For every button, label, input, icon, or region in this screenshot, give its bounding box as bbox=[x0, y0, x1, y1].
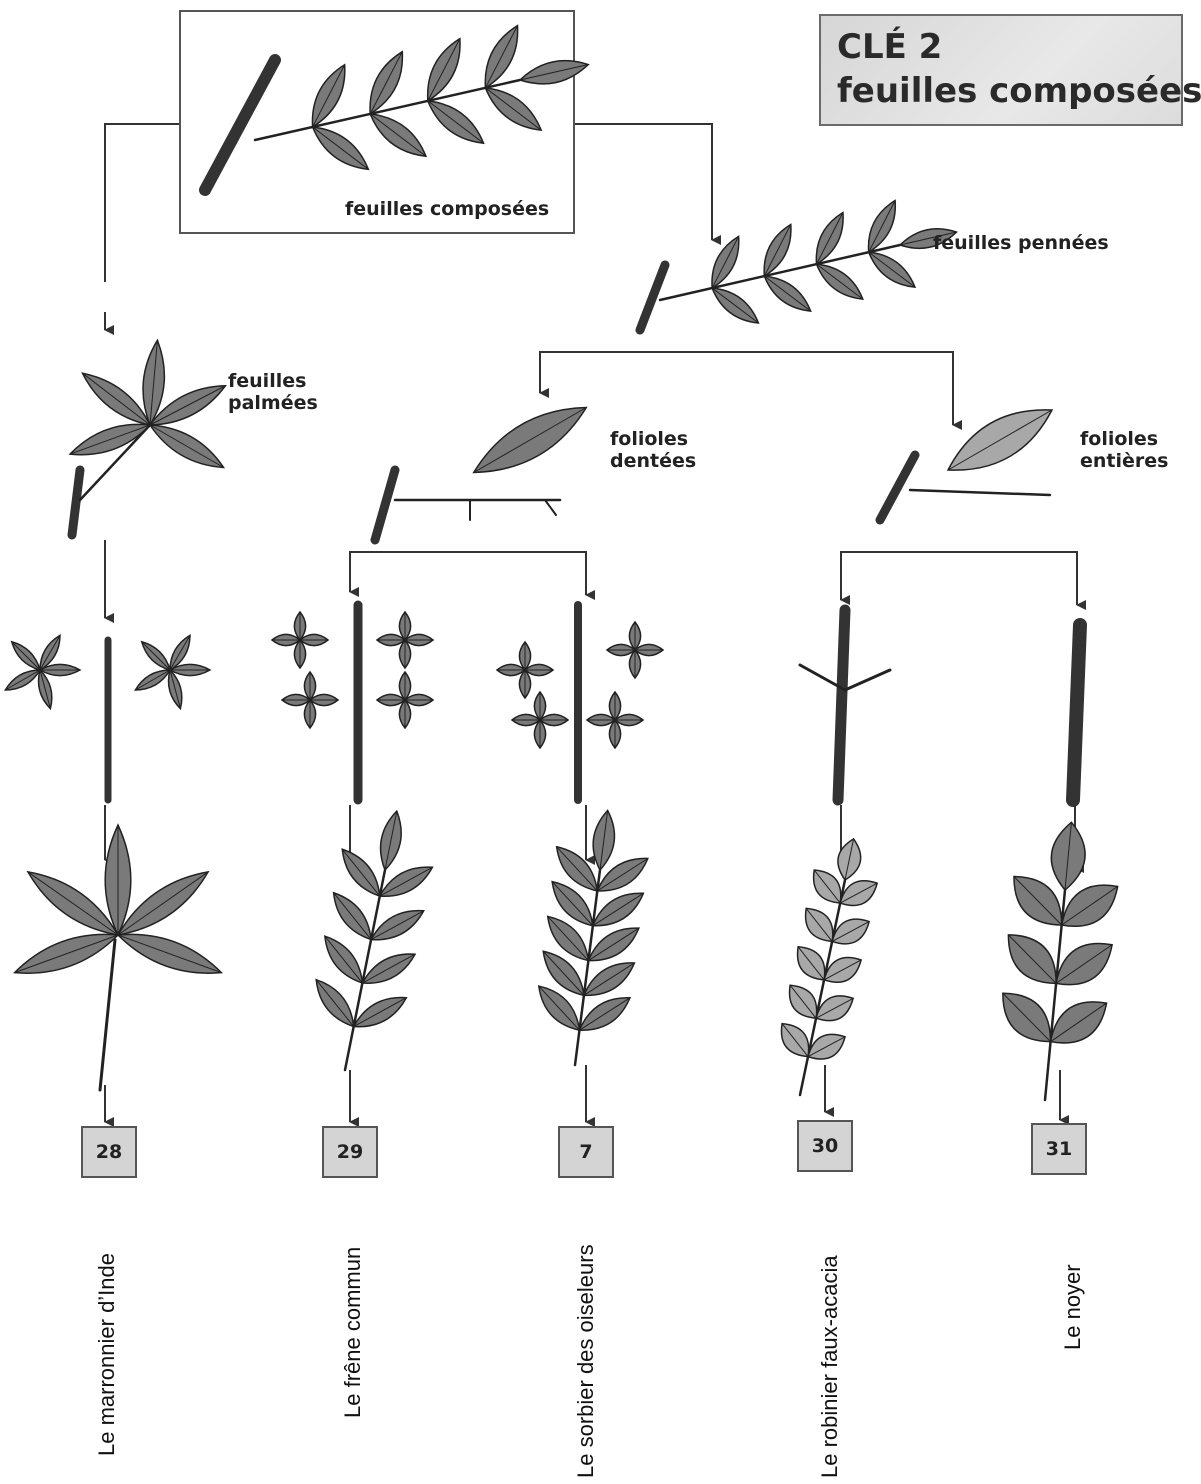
leaf-vein-icon bbox=[83, 373, 150, 425]
species-name: Le marronnier d’Inde bbox=[94, 1253, 120, 1456]
result-number-box: 29 bbox=[322, 1126, 378, 1178]
leaf-vein-icon bbox=[313, 127, 369, 169]
stem-icon bbox=[100, 940, 115, 1090]
leaf-vein-icon bbox=[485, 88, 541, 130]
leaf-vein-icon bbox=[474, 408, 587, 473]
result-number-box: 28 bbox=[81, 1126, 137, 1178]
species-name: Le robinier faux-acacia bbox=[817, 1255, 843, 1478]
leaf-vein-icon bbox=[370, 114, 426, 156]
leaf-vein-icon bbox=[342, 849, 380, 896]
leaf-vein-icon bbox=[712, 288, 758, 323]
twig-icon bbox=[1073, 625, 1080, 800]
leaf-vein-icon bbox=[142, 642, 170, 670]
entire-leaflets-label: folioles entières bbox=[1080, 428, 1168, 472]
leaf-vein-icon bbox=[428, 101, 484, 143]
leaf-vein-icon bbox=[12, 642, 40, 670]
pinnate-leaves-label: feuilles pennées bbox=[933, 232, 1109, 254]
leaf-vein-icon bbox=[869, 252, 915, 287]
palmate-leaves-label: feuilles palmées bbox=[228, 370, 318, 414]
toothed-leaflets-label: folioles dentées bbox=[610, 428, 696, 472]
result-number-box: 30 bbox=[797, 1120, 853, 1172]
stem-icon bbox=[545, 500, 556, 515]
species-name: Le noyer bbox=[1060, 1264, 1086, 1350]
twig-icon bbox=[640, 265, 665, 330]
leaf-vein-icon bbox=[316, 980, 354, 1027]
twig-icon bbox=[205, 60, 275, 190]
leaf-vein-icon bbox=[150, 425, 224, 468]
result-number-box: 31 bbox=[1031, 1123, 1087, 1175]
connector-lines bbox=[105, 124, 1077, 1122]
result-number-box: 7 bbox=[558, 1126, 614, 1178]
twig-icon bbox=[375, 470, 395, 540]
twig-icon bbox=[72, 470, 80, 535]
twig-icon bbox=[880, 455, 915, 520]
stem-icon bbox=[845, 670, 890, 690]
leaf-vein-icon bbox=[334, 893, 372, 940]
leaf-vein-icon bbox=[817, 264, 863, 299]
compound-leaves-label: feuilles composées bbox=[345, 198, 549, 220]
stem-icon bbox=[910, 490, 1050, 495]
species-name: Le sorbier des oiseleurs bbox=[573, 1244, 599, 1478]
leaf-vein-icon bbox=[325, 936, 363, 983]
species-name: Le frêne commun bbox=[340, 1247, 366, 1418]
leaf-vein-icon bbox=[764, 276, 810, 311]
twig-icon bbox=[838, 610, 845, 800]
